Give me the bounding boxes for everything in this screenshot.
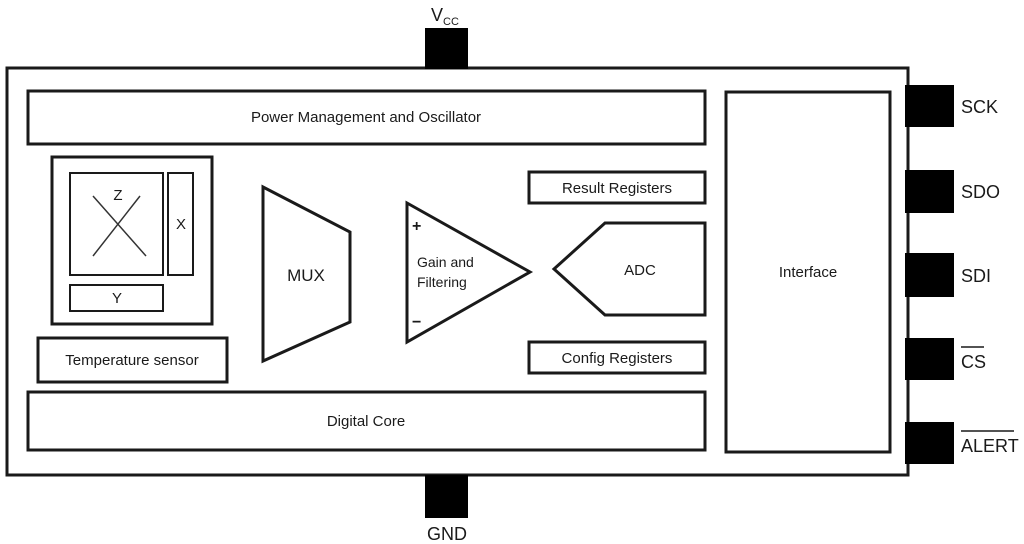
power-management-label: Power Management and Oscillator	[251, 109, 481, 126]
z-sensor-cross-line-1	[92, 195, 147, 257]
config-registers-label: Config Registers	[562, 350, 673, 367]
adc-block	[551, 221, 707, 317]
cs-pin-pad	[905, 338, 954, 380]
config-registers-block	[527, 340, 707, 375]
x-sensor-label: X	[176, 216, 186, 233]
z-sensor-label: Z	[113, 187, 122, 204]
x-sensor-box	[167, 172, 194, 276]
y-sensor-box	[69, 284, 164, 312]
adc-label: ADC	[624, 262, 656, 279]
digital-core-label: Digital Core	[327, 413, 405, 430]
y-sensor-label: Y	[112, 290, 122, 307]
alert-pin-pad	[905, 422, 954, 464]
amplifier-block	[405, 200, 534, 345]
vcc-label-subscript: CC	[443, 16, 459, 28]
temperature-sensor-label: Temperature sensor	[65, 352, 198, 369]
z-sensor-cross-line-2	[92, 195, 141, 257]
sdo-pin-label: SDO	[961, 182, 1000, 202]
interface-block	[724, 90, 892, 454]
amplifier-plus-sign: +	[412, 218, 421, 235]
temperature-sensor-block	[36, 336, 229, 384]
amplifier-minus-sign: −	[412, 314, 421, 331]
sdi-pin-label: SDI	[961, 266, 991, 286]
vcc-pin-label: VCC	[431, 5, 459, 28]
sck-pin-pad	[905, 85, 954, 127]
gnd-pin-pad	[425, 475, 468, 518]
amplifier-label-line1: Gain and	[417, 254, 474, 270]
result-registers-block	[527, 170, 707, 205]
amplifier-label-line2: Filtering	[417, 274, 467, 290]
mux-block	[261, 184, 352, 364]
gnd-pin-label: GND	[427, 524, 467, 544]
result-registers-label: Result Registers	[562, 180, 672, 197]
sck-pin-label: SCK	[961, 97, 998, 117]
z-sensor-box	[69, 172, 164, 276]
digital-core-block	[26, 390, 707, 452]
vcc-pin-pad	[425, 28, 468, 69]
alert-pin-label: ALERT	[961, 436, 1019, 456]
power-management-block	[26, 89, 707, 146]
mux-label: MUX	[287, 266, 325, 285]
vcc-label-base: V	[431, 5, 443, 25]
cs-pin-label: CS	[961, 352, 986, 372]
interface-label: Interface	[779, 264, 837, 281]
sdo-pin-pad	[905, 170, 954, 213]
sdi-pin-pad	[905, 253, 954, 297]
